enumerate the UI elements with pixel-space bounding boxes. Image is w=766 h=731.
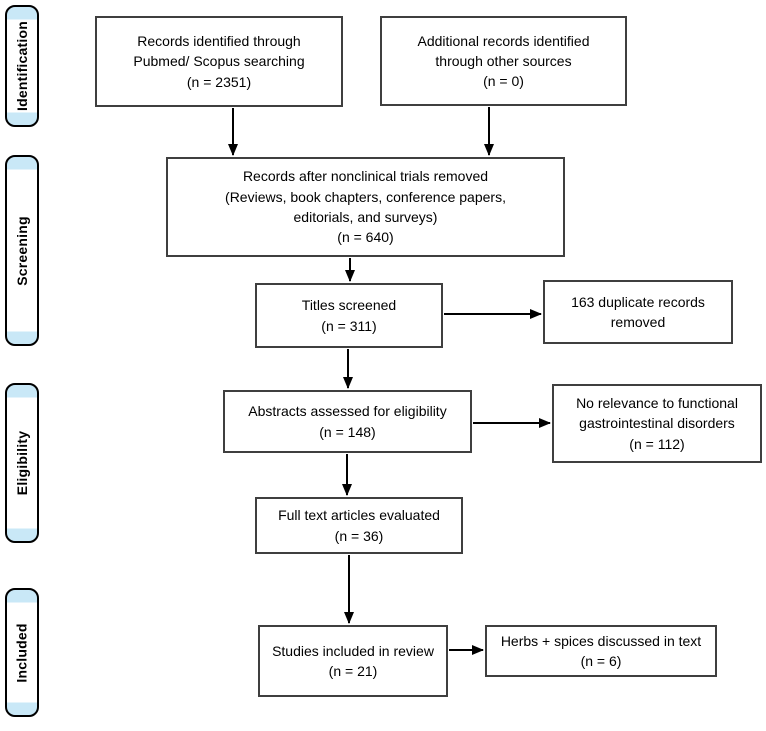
node-titles-screened: Titles screened (n = 311)	[255, 283, 443, 348]
node-additional-records: Additional records identified through ot…	[380, 16, 627, 106]
node-herbs-spices: Herbs + spices discussed in text (n = 6)	[485, 625, 717, 677]
stage-screening-label: Screening	[14, 215, 30, 286]
node-no-relevance: No relevance to functional gastrointesti…	[552, 384, 762, 463]
stage-eligibility-label: Eligibility	[14, 430, 30, 496]
node-full-text-evaluated: Full text articles evaluated (n = 36)	[255, 497, 463, 554]
stage-included-label: Included	[14, 622, 31, 683]
stage-identification: Identification	[5, 5, 39, 127]
node-records-after-removal: Records after nonclinical trials removed…	[166, 157, 565, 257]
node-studies-included: Studies included in review (n = 21)	[258, 625, 448, 697]
node-duplicates-removed: 163 duplicate records removed	[543, 280, 733, 344]
stage-identification-label: Identification	[14, 21, 31, 111]
stage-included: Included	[5, 588, 39, 717]
stage-screening: Screening	[5, 155, 39, 346]
node-abstracts-assessed: Abstracts assessed for eligibility (n = …	[223, 390, 472, 453]
stage-eligibility: Eligibility	[5, 383, 39, 543]
node-records-identified: Records identified through Pubmed/ Scopu…	[95, 16, 343, 107]
